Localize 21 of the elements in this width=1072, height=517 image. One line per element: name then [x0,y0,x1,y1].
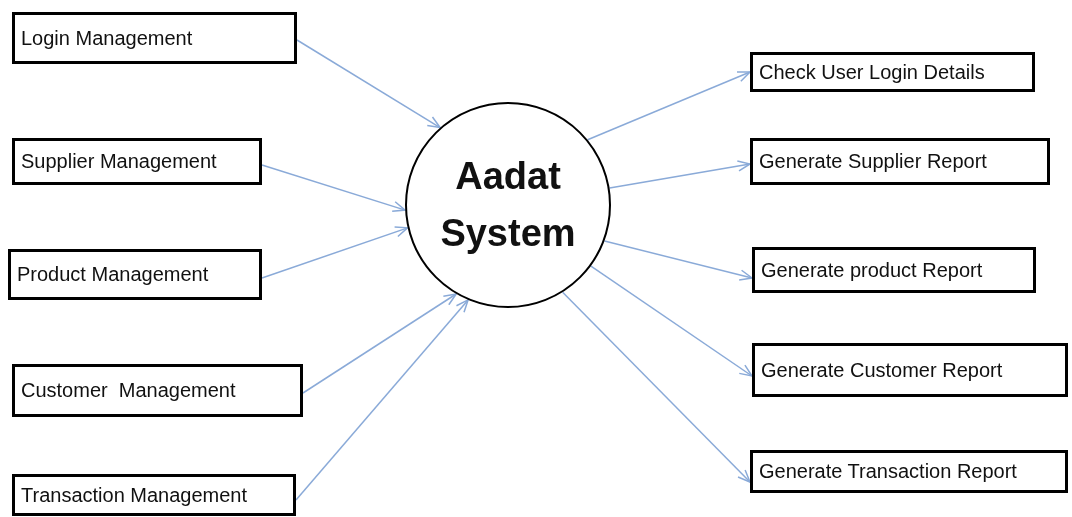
entity-box: Generate Customer Report [752,343,1068,397]
entity-box: Generate Supplier Report [750,138,1050,185]
arrow [561,291,751,483]
arrow [302,293,457,394]
arrow [261,164,406,212]
entity-box: Generate product Report [752,247,1036,293]
entity-box: Supplier Management [12,138,262,185]
arrow [296,39,441,129]
entity-box: Check User Login Details [750,52,1035,92]
arrow [261,226,409,279]
arrow [608,160,751,189]
entity-box: Product Management [8,249,262,300]
arrow [603,240,753,281]
arrow [295,299,469,501]
system-circle: Aadat System [405,102,611,308]
entity-box: Login Management [12,12,297,64]
entity-box: Customer Management [12,364,303,417]
entity-box: Transaction Management [12,474,296,516]
entity-box: Generate Transaction Report [750,450,1068,493]
arrow [590,265,753,377]
arrow [586,71,751,141]
